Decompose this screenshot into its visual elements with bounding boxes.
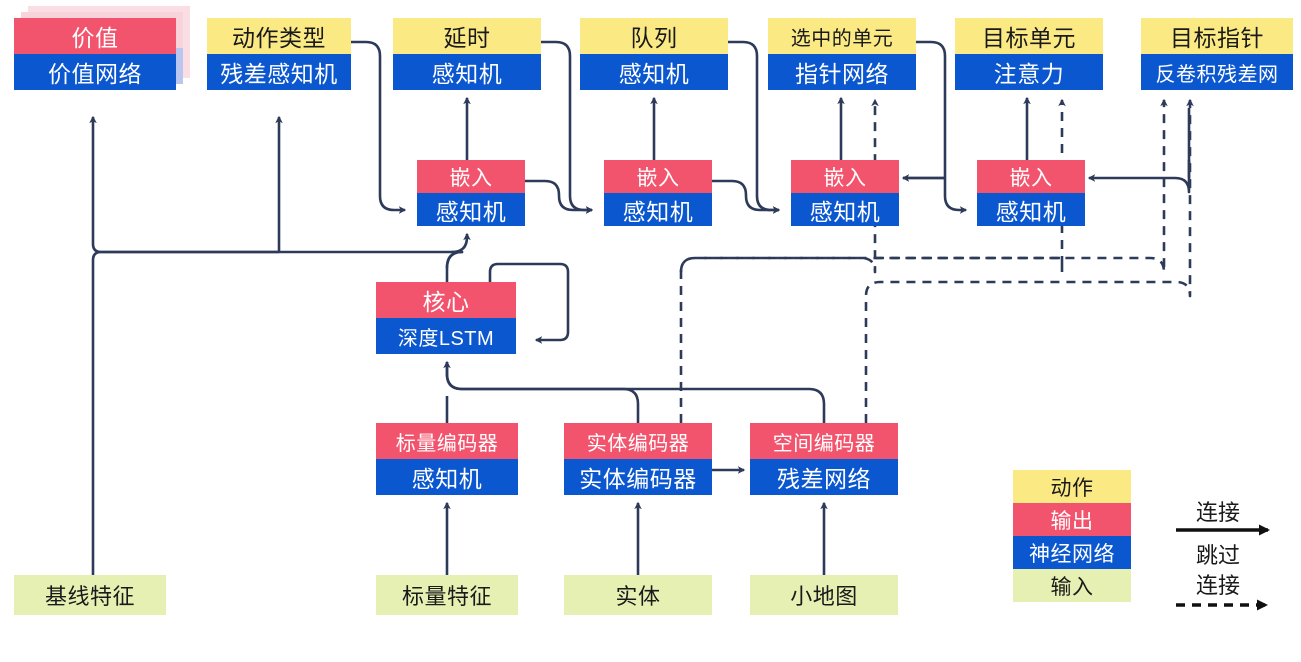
legend-skip-label-line2: 连接 [1196, 573, 1241, 598]
skip-entity-to-target-point [679, 98, 1168, 423]
node-emb_target-network: 感知机 [977, 193, 1085, 226]
node-target_point[interactable]: 目标指针反卷积残差网 [1141, 18, 1293, 90]
node-emb_queued-network: 感知机 [604, 193, 712, 226]
node-emb_selected-label: 嵌入 [791, 160, 899, 193]
node-queued-label: 队列 [580, 18, 728, 54]
wire-spatial-enc-to-core [445, 362, 826, 423]
wire-baseline-to-bus [91, 250, 279, 575]
node-action_type[interactable]: 动作类型残差感知机 [207, 18, 351, 90]
node-emb_delay-network: 感知机 [417, 193, 525, 226]
legend-connection-label: 连接 [1196, 500, 1241, 525]
legend-output: 输出 [1013, 503, 1131, 536]
wire-core-self-loop [488, 262, 570, 344]
node-core-network: 深度LSTM [376, 318, 516, 354]
wire-emb-queued-to-emb-selected [712, 179, 781, 214]
node-core[interactable]: 核心深度LSTM [376, 282, 516, 354]
node-delay-label: 延时 [393, 18, 541, 54]
node-target_unit-label: 目标单元 [955, 18, 1103, 54]
node-value-label: 价值 [14, 18, 176, 54]
input-scalar_features[interactable]: 标量特征 [376, 575, 518, 615]
node-selected_units-network: 指针网络 [768, 54, 916, 90]
node-selected_units-label: 选中的单元 [768, 18, 916, 54]
node-selected_units[interactable]: 选中的单元指针网络 [768, 18, 916, 90]
node-delay[interactable]: 延时感知机 [393, 18, 541, 90]
legend-input: 输入 [1013, 569, 1131, 602]
node-spatial_enc[interactable]: 空间编码器残差网络 [750, 423, 898, 495]
node-target_point-network: 反卷积残差网 [1141, 54, 1293, 90]
wire-emb-delay-to-emb-queued [525, 179, 594, 214]
wire-delay-to-emb-queued [541, 40, 594, 214]
node-emb_delay[interactable]: 嵌入感知机 [417, 160, 525, 226]
legend: 动作输出神经网络输入 [1013, 470, 1131, 602]
wire-queued-to-emb-selected [728, 40, 781, 214]
node-value[interactable]: 价值价值网络 [14, 6, 190, 90]
node-spatial_enc-label: 空间编码器 [750, 423, 898, 459]
wire-selected-down [916, 40, 947, 178]
node-emb_target[interactable]: 嵌入感知机 [977, 160, 1085, 226]
node-core-label: 核心 [376, 282, 516, 318]
node-target_unit[interactable]: 目标单元注意力 [955, 18, 1103, 90]
wire-selected-to-emb-target [943, 178, 968, 214]
wire-target-unit-to-emb-target [1087, 160, 1191, 194]
skip-entity-to-selected-units [679, 98, 879, 274]
node-emb_selected[interactable]: 嵌入感知机 [791, 160, 899, 226]
node-emb_queued[interactable]: 嵌入感知机 [604, 160, 712, 226]
node-spatial_enc-network: 残差网络 [750, 459, 898, 495]
node-scalar_enc-label: 标量编码器 [376, 423, 518, 459]
node-target_unit-network: 注意力 [955, 54, 1103, 90]
node-delay-network: 感知机 [393, 54, 541, 90]
input-baseline_features[interactable]: 基线特征 [14, 575, 166, 615]
node-queued[interactable]: 队列感知机 [580, 18, 728, 90]
skip-entity-to-target-unit [875, 98, 1066, 274]
input-minimap[interactable]: 小地图 [750, 575, 898, 615]
node-emb_queued-label: 嵌入 [604, 160, 712, 193]
legend-action: 动作 [1013, 470, 1131, 503]
node-target_point-label: 目标指针 [1141, 18, 1293, 54]
legend-skip-label-line1: 跳过 [1196, 543, 1241, 568]
wire-action-type-to-emb-delay [351, 40, 407, 214]
wire-core-to-emb-delay [445, 232, 471, 269]
node-entity_enc-network: 实体编码器 [564, 459, 712, 495]
node-emb_selected-network: 感知机 [791, 193, 899, 226]
legend-network: 神经网络 [1013, 536, 1131, 569]
node-value-network: 价值网络 [14, 54, 176, 90]
node-scalar_enc[interactable]: 标量编码器感知机 [376, 423, 518, 495]
node-action_type-label: 动作类型 [207, 18, 351, 54]
node-scalar_enc-network: 感知机 [376, 459, 518, 495]
skip-spatial-to-target-point [864, 98, 1194, 423]
node-emb_target-label: 嵌入 [977, 160, 1085, 193]
input-entities[interactable]: 实体 [564, 575, 712, 615]
node-entity_enc-label: 实体编码器 [564, 423, 712, 459]
node-entity_enc[interactable]: 实体编码器实体编码器 [564, 423, 712, 495]
node-emb_delay-label: 嵌入 [417, 160, 525, 193]
node-queued-network: 感知机 [580, 54, 728, 90]
node-action_type-network: 残差感知机 [207, 54, 351, 90]
